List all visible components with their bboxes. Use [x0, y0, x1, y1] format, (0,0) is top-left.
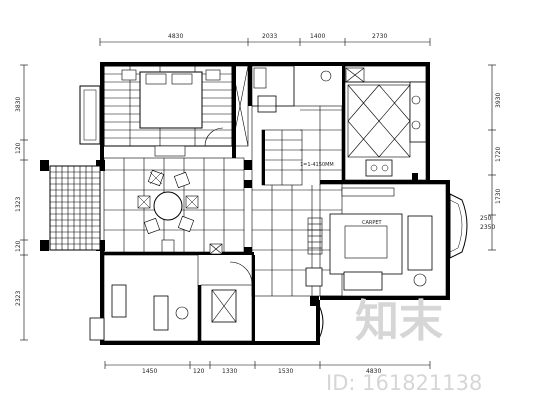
living-bay-window: [449, 193, 468, 259]
dim-top-2: 2033: [262, 33, 277, 40]
study-window: [89, 317, 105, 341]
desk-chair: [175, 306, 189, 320]
dim-bottom-4: 1530: [278, 368, 293, 375]
living-room: [305, 183, 447, 297]
armchair: [343, 271, 383, 291]
dim-right-2: 1720: [495, 147, 502, 162]
stair-note: 1=1-4150MM: [300, 162, 334, 168]
dim-left-1: 3830: [15, 97, 22, 112]
left-balcony: [49, 165, 101, 251]
wash-basin-icon: [320, 70, 332, 82]
dim-bottom-3: 1330: [222, 368, 237, 375]
dim-top-4: 2730: [372, 33, 387, 40]
carpet: [329, 213, 403, 275]
door-swing: [229, 261, 253, 285]
dim-top-3: 1400: [310, 33, 325, 40]
watermark-id: ID: 161821138: [326, 371, 482, 395]
dim-bottom-2: 120: [193, 368, 205, 375]
kitchen-counter: [344, 65, 427, 83]
dining-chair: [173, 171, 191, 189]
kitchen: [320, 65, 427, 181]
dimension-lines: [20, 38, 496, 369]
dining-table-set: [137, 169, 223, 255]
carpet-label: CARPET: [362, 220, 383, 226]
door-swing: [204, 127, 224, 147]
dim-right-4: 250: [480, 215, 492, 222]
storage-room: [200, 261, 253, 342]
stove: [365, 159, 393, 177]
kitchen-counter-side: [409, 81, 427, 143]
dim-left-3: 1323: [15, 197, 22, 212]
dining-table: [153, 191, 183, 221]
nightstand: [121, 69, 137, 81]
dining-area: [103, 157, 245, 253]
bay-window: [79, 85, 101, 145]
watermark: 知末 ID: 161821138: [326, 296, 482, 395]
dim-right-3: 1730: [495, 189, 502, 204]
side-chair: [161, 239, 175, 253]
toilet: [257, 95, 277, 113]
staircase: [261, 129, 303, 186]
dresser: [154, 145, 186, 157]
dim-left-2: 120: [15, 142, 22, 154]
pillow: [145, 73, 167, 85]
watermark-logo-text: 知末: [355, 296, 443, 347]
wardrobe: [231, 65, 249, 147]
tv-cabinet: [341, 187, 395, 197]
dim-right-1: 3930: [495, 93, 502, 108]
corridor-tiles: [251, 105, 343, 297]
lamp-icon: [413, 273, 427, 287]
dim-top-1: 4830: [168, 33, 183, 40]
bedroom: [79, 65, 249, 157]
dining-chair: [143, 217, 161, 235]
exterior-walls: [100, 62, 450, 345]
entry-step: [315, 299, 324, 345]
pillow: [171, 73, 193, 85]
dim-bottom-1: 1450: [142, 368, 157, 375]
nightstand: [205, 69, 221, 81]
dim-left-5: 2323: [15, 291, 22, 306]
dim-bottom-5: 4830: [366, 368, 381, 375]
coffee-table: [344, 225, 388, 259]
bathroom: [251, 65, 295, 113]
desk: [153, 295, 169, 331]
sink-icon: [411, 95, 421, 105]
dining-chair: [177, 215, 195, 233]
sofa: [407, 215, 433, 271]
fireplace: [305, 267, 323, 287]
study-room: [89, 254, 199, 342]
sofa-chair: [111, 284, 127, 318]
dim-left-4: 120: [15, 240, 22, 252]
dim-right-5: 2350: [480, 224, 495, 231]
